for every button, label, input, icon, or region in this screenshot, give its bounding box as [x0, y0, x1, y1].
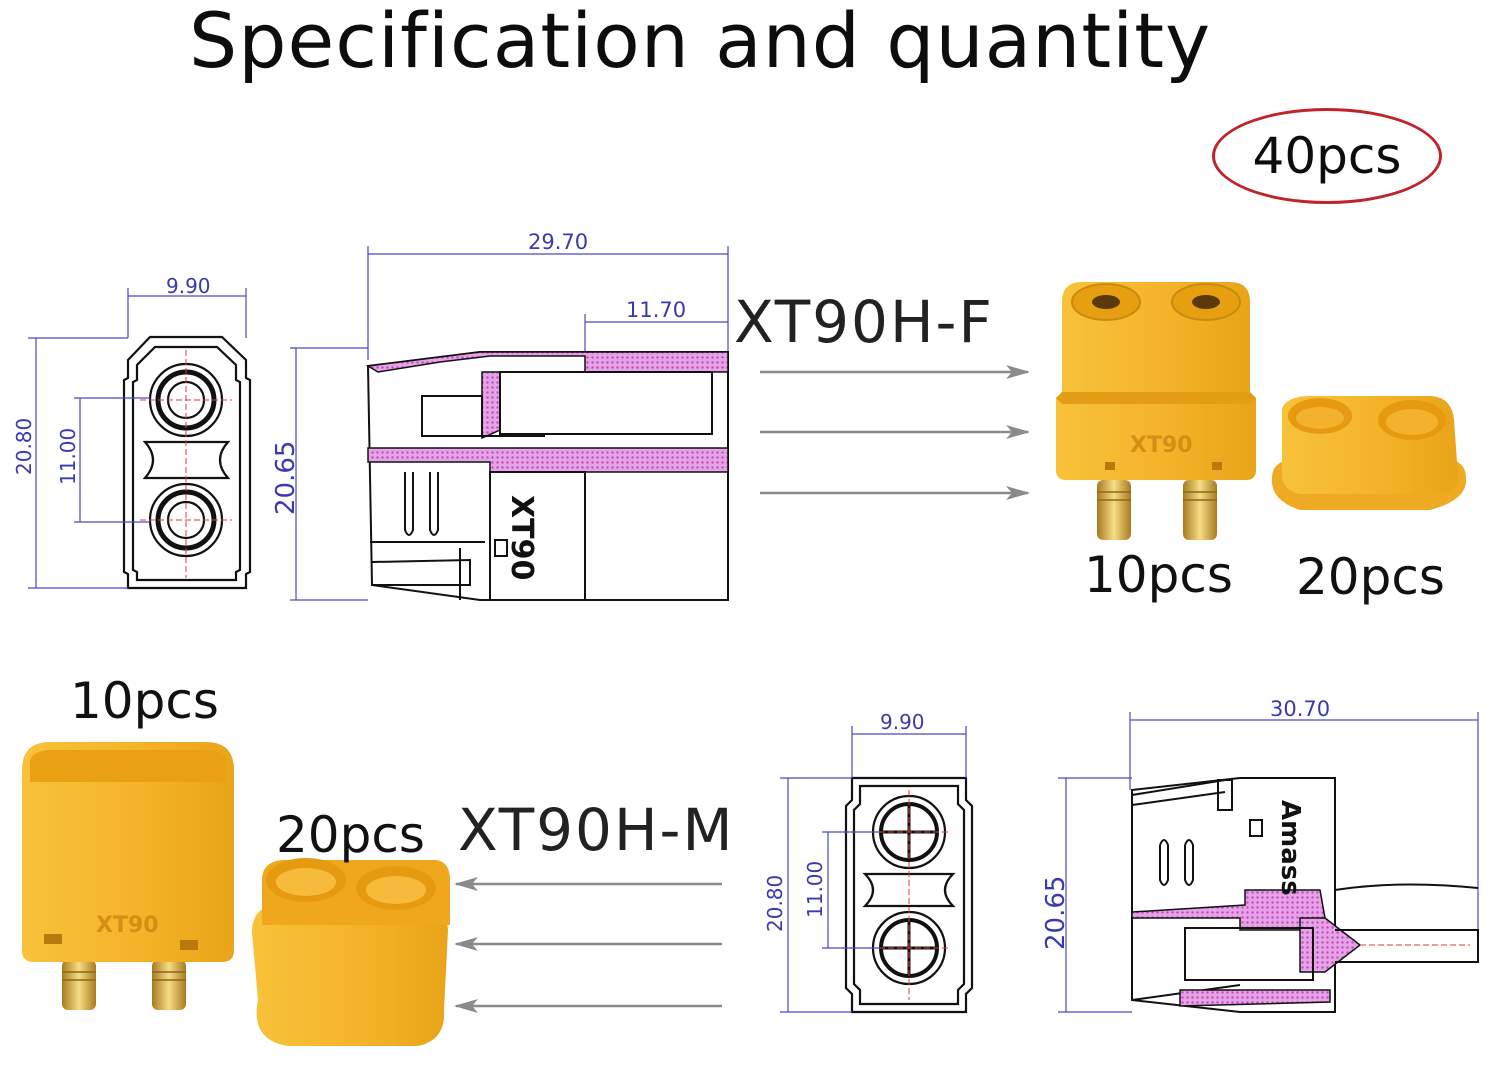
- female-side-socket-depth-label: 11.70: [626, 298, 686, 322]
- female-housing-mark: XT90: [1130, 433, 1193, 458]
- female-cap-quantity: 20pcs: [1296, 548, 1445, 606]
- female-model-label: XT90H-F: [734, 288, 994, 356]
- male-side-section: 30.70 20.65 Amass: [1041, 697, 1479, 1013]
- male-housing-quantity: 10pcs: [70, 672, 219, 730]
- female-front-pin-spacing-label: 11.00: [56, 428, 80, 485]
- total-quantity-badge: 40pcs: [1212, 108, 1442, 204]
- female-front-dimension-lines: [28, 288, 247, 589]
- male-housing-illustration: XT90: [22, 742, 234, 1010]
- male-front-height-label: 20.80: [763, 875, 787, 932]
- female-side-section: 29.70 11.70 20.65 XT90: [271, 230, 729, 601]
- female-front-height-label: 20.80: [12, 418, 36, 475]
- male-side-length-label: 30.70: [1270, 697, 1330, 721]
- female-housing-illustration: XT90: [1056, 282, 1256, 540]
- male-side-brand: Amass: [1275, 800, 1305, 896]
- male-cap-quantity: 20pcs: [276, 806, 425, 864]
- female-front-width-label: 9.90: [166, 274, 211, 298]
- female-front-view: [122, 335, 252, 590]
- male-front-width-label: 9.90: [880, 710, 925, 734]
- page-title: Specification and quantity: [188, 0, 1212, 85]
- male-model-label: XT90H-M: [458, 796, 735, 864]
- male-cap-illustration: [252, 858, 450, 1046]
- female-cap-illustration: [1271, 396, 1467, 510]
- male-arrows: [454, 877, 722, 1013]
- male-front-dimension-lines: [780, 726, 967, 1013]
- male-housing-mark: XT90: [96, 913, 159, 938]
- male-front-pin-spacing-label: 11.00: [803, 861, 827, 918]
- male-front-centerlines: [870, 790, 950, 1000]
- female-side-length-label: 29.70: [528, 230, 588, 254]
- male-side-height-label: 20.65: [1041, 876, 1071, 950]
- female-arrows: [760, 365, 1030, 500]
- female-side-height-label: 20.65: [271, 441, 301, 515]
- female-front-centerlines: [140, 350, 232, 578]
- female-side-mark: XT90: [504, 495, 539, 580]
- female-housing-quantity: 10pcs: [1084, 546, 1233, 604]
